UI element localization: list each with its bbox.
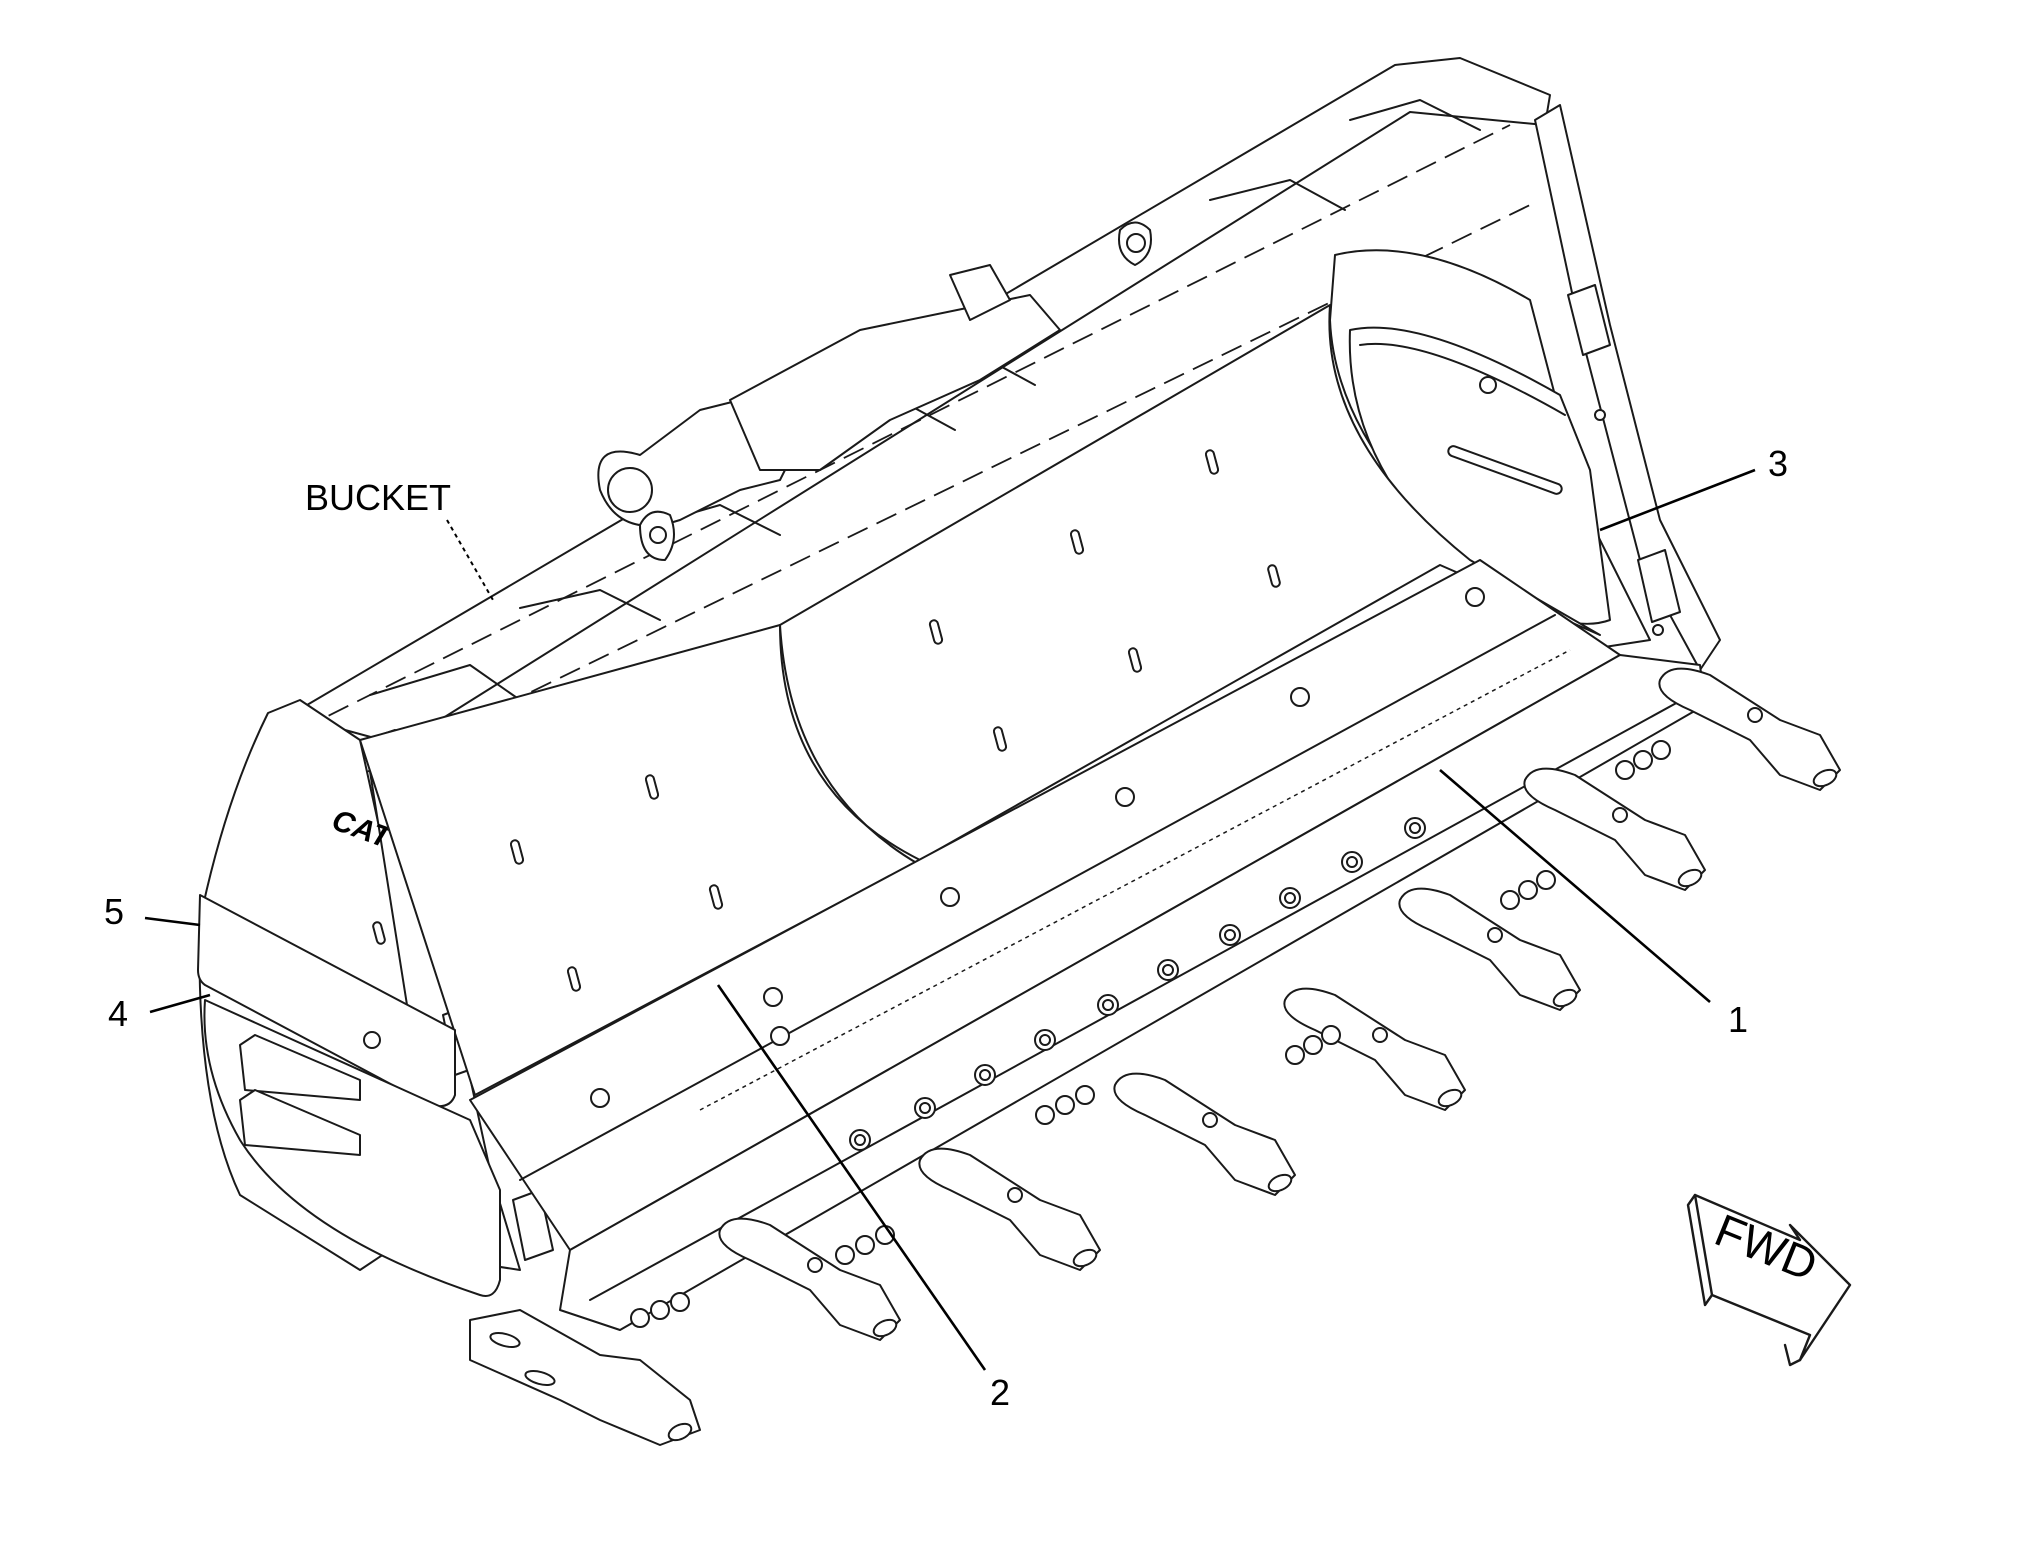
- tooth: [1113, 1072, 1296, 1196]
- fwd-arrow-icon: FWD: [1686, 1193, 1852, 1367]
- svg-text:5: 5: [104, 891, 124, 932]
- callout-3: 3: [1599, 443, 1788, 532]
- right-side-plate: [1329, 104, 1721, 671]
- tooth: [1283, 987, 1466, 1111]
- side-wear-plates: [197, 894, 501, 1297]
- callout-2: 2: [716, 984, 1010, 1413]
- svg-text:4: 4: [108, 993, 128, 1034]
- base-edge: [559, 654, 1706, 1331]
- tooth: [918, 1085, 1101, 1271]
- tooth: [1658, 667, 1841, 791]
- tooth: [1398, 870, 1581, 1011]
- svg-text:3: 3: [1768, 443, 1788, 484]
- corner-adapter-left: [469, 1292, 701, 1446]
- tooth: [1523, 740, 1706, 891]
- callout-4: 4: [108, 993, 211, 1034]
- bucket-wrapper: [359, 304, 1621, 1251]
- bucket-teeth: [469, 667, 1841, 1446]
- callout-1: 1: [1439, 769, 1748, 1040]
- svg-text:1: 1: [1728, 999, 1748, 1040]
- bucket-back-structure: [289, 57, 1551, 791]
- svg-text:BUCKET: BUCKET: [305, 477, 451, 518]
- tooth: [718, 1217, 901, 1341]
- callout-bucket: BUCKET: [305, 477, 494, 601]
- svg-text:2: 2: [990, 1372, 1010, 1413]
- edge-bolt-holes: [849, 817, 1426, 1151]
- callout-5: 5: [104, 891, 201, 932]
